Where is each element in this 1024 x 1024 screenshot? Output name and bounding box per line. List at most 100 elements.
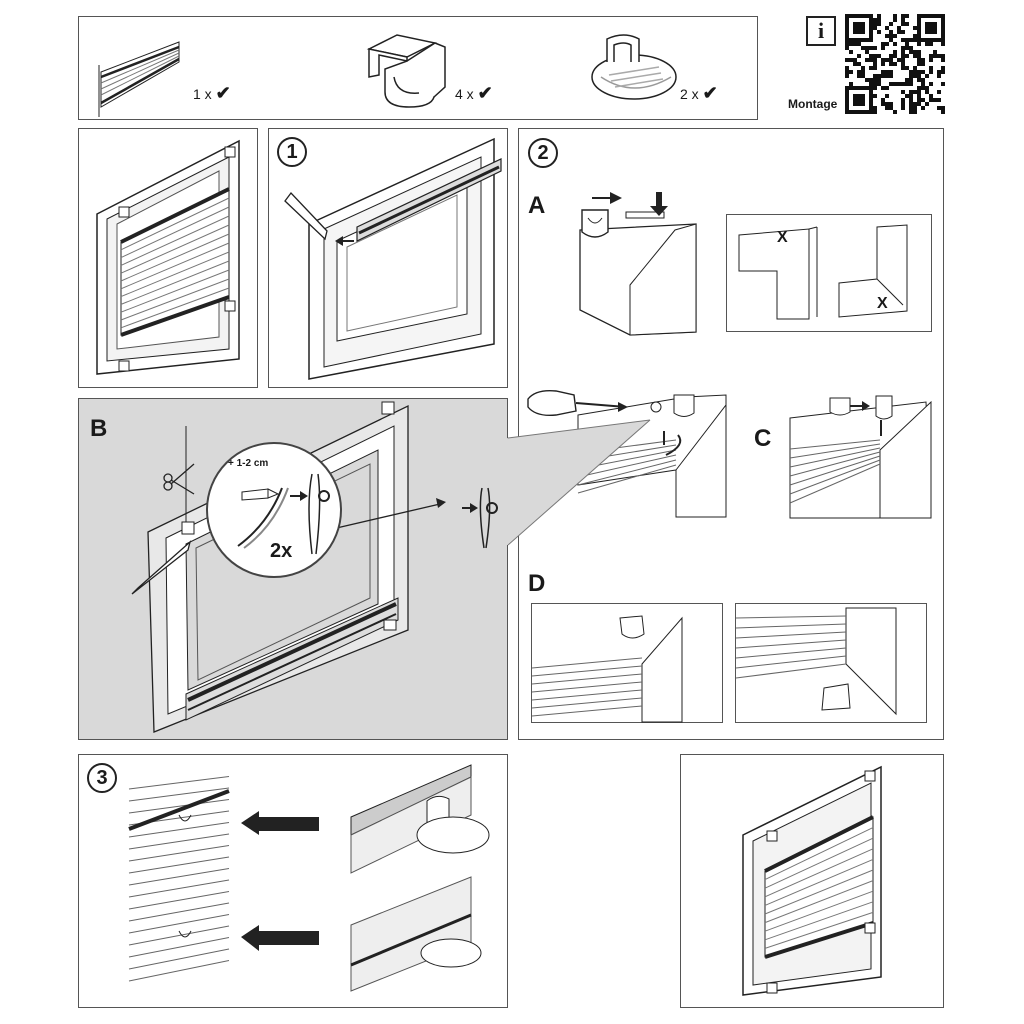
pleat-line — [764, 848, 874, 898]
detail-magnifier: + 1-2 cm 2x — [206, 442, 342, 578]
pleat-line — [120, 260, 230, 305]
check-icon: ✔ — [477, 83, 493, 103]
pleat-line — [531, 657, 643, 669]
pleat-line — [735, 615, 847, 619]
pleat-line — [120, 287, 230, 329]
pleat-line — [128, 879, 230, 898]
pleat-line — [764, 827, 874, 881]
pleat-line — [764, 869, 874, 915]
pleat-line — [577, 459, 677, 486]
pleat-line — [789, 455, 881, 486]
pleat-line — [531, 681, 643, 693]
pleat-line — [128, 925, 230, 946]
pleat-line — [577, 464, 677, 494]
step-2d-left-drawing — [531, 615, 683, 723]
step-3-panel: 3 — [78, 754, 508, 1008]
pleat-line — [735, 631, 847, 639]
step-number: 2 — [528, 138, 558, 168]
pleat-line — [531, 673, 643, 685]
pleat-line — [120, 251, 230, 298]
pleat-line — [120, 215, 230, 266]
step-2d-right-drawing — [735, 607, 897, 716]
pleat-line — [120, 224, 230, 274]
step-3-drawing — [128, 764, 490, 999]
extra-length-label: + 1-2 cm — [228, 458, 269, 469]
pleat-line — [120, 233, 230, 282]
handle-icon — [591, 34, 677, 100]
substep-label: D — [528, 570, 546, 597]
pleat-line — [735, 655, 847, 669]
pleat-line — [120, 197, 230, 251]
parts-list-box: 1 x ✔ 4 x ✔ 2 x ✔ — [78, 16, 758, 120]
pleat-line — [789, 443, 881, 459]
pleat-line — [128, 822, 230, 838]
part-count-handle: 2 x ✔ — [680, 83, 718, 103]
pleat-line — [128, 914, 230, 934]
pleat-line — [735, 663, 847, 679]
pleat-line — [764, 837, 874, 889]
step-2a-drawing — [579, 192, 697, 336]
window-with-blind-drawing — [96, 139, 240, 375]
pleat-line — [735, 623, 847, 629]
pleat-line — [764, 901, 874, 941]
part-count-bracket: 4 x ✔ — [455, 83, 493, 103]
pleat-line — [128, 856, 230, 874]
step-1-drawing — [284, 137, 502, 380]
check-icon: ✔ — [702, 83, 718, 103]
pleat-line — [735, 639, 847, 649]
qr-code-icon[interactable] — [845, 14, 945, 114]
pleat-line — [128, 868, 230, 886]
result-panel — [680, 754, 944, 1008]
pleat-line — [789, 447, 881, 468]
pleat-line — [128, 937, 230, 958]
step-2d-right — [735, 603, 927, 723]
pleat-line — [735, 647, 847, 659]
pleat-line — [128, 799, 230, 814]
substep-label: C — [754, 425, 772, 452]
step-number: 3 — [87, 763, 117, 793]
montage-label: Montage — [788, 97, 838, 111]
pleat-line — [789, 451, 881, 477]
pleat-line — [531, 697, 643, 709]
repeat-count-label: 2x — [270, 540, 293, 562]
pleat-line — [764, 890, 874, 932]
clamp-bracket-icon — [366, 34, 446, 108]
pleat-line — [764, 911, 874, 949]
wrong-mark-icon: X — [777, 229, 788, 246]
step-1-panel: 1 — [268, 128, 508, 388]
pleat-line — [789, 439, 881, 450]
pleat-line — [128, 776, 230, 790]
pleat-line — [128, 787, 230, 802]
pleat-line — [120, 278, 230, 321]
pleat-line — [789, 459, 881, 495]
pleat-line — [120, 269, 230, 313]
info-icon[interactable]: i — [806, 16, 836, 46]
wrong-mark-icon: X — [877, 295, 888, 312]
pleat-line — [531, 665, 643, 677]
overview-panel — [78, 128, 258, 388]
pleat-line — [764, 880, 874, 924]
pleat-line — [128, 902, 230, 922]
step-number: 1 — [277, 137, 307, 167]
pleat-line — [531, 705, 643, 717]
pleat-line — [120, 206, 230, 259]
pleat-line — [128, 845, 230, 862]
pleat-line — [120, 242, 230, 290]
check-icon: ✔ — [215, 83, 231, 103]
substep-label: A — [528, 192, 546, 219]
substep-label: B — [90, 415, 108, 442]
pleat-line — [577, 454, 677, 478]
pleat-line — [531, 689, 643, 701]
step-2a-wrong-examples: X X — [726, 214, 932, 332]
pleat-line — [128, 960, 230, 982]
step-2d-left — [531, 603, 723, 723]
blind-part-icon — [98, 41, 180, 117]
pleat-line — [128, 833, 230, 850]
part-count-blind: 1 x ✔ — [193, 83, 231, 103]
pleat-line — [128, 891, 230, 910]
parts-illustrations — [98, 34, 677, 117]
knot-detail-drawing — [237, 473, 330, 555]
pleat-line — [128, 948, 230, 970]
wrong-placement-drawing — [738, 224, 908, 320]
